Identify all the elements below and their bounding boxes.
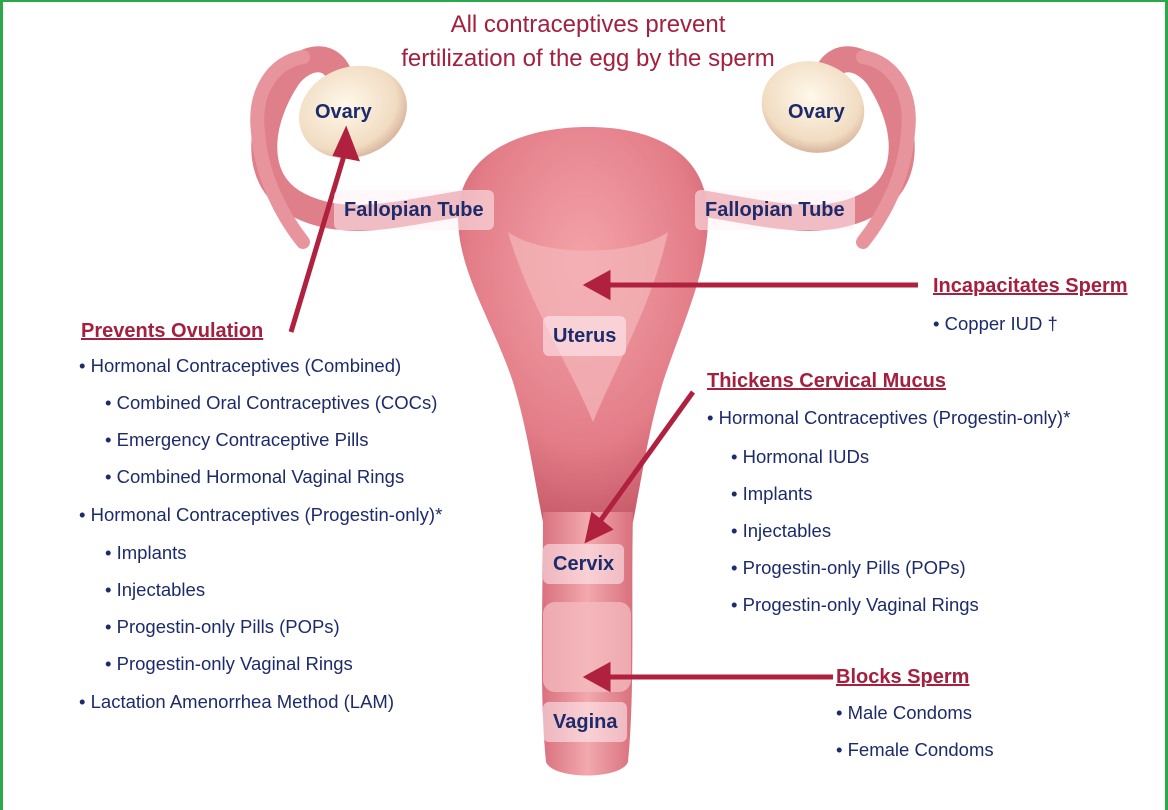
list-item: Injectables bbox=[105, 579, 205, 601]
heading-blocks-sperm: Blocks Sperm bbox=[836, 666, 969, 689]
list-item: Hormonal Contraceptives (Progestin-only)… bbox=[79, 504, 442, 526]
list-item: Progestin-only Vaginal Rings bbox=[105, 653, 353, 675]
list-item: Combined Hormonal Vaginal Rings bbox=[105, 466, 404, 488]
list-item: Female Condoms bbox=[836, 739, 994, 761]
list-item: Hormonal IUDs bbox=[731, 446, 869, 468]
list-item: Emergency Contraceptive Pills bbox=[105, 429, 369, 451]
heading-prevents-ovulation: Prevents Ovulation bbox=[81, 320, 263, 343]
label-ovary-left: Ovary bbox=[315, 100, 372, 124]
list-item: Progestin-only Pills (POPs) bbox=[731, 557, 966, 579]
heading-thickens-cervical-mucus: Thickens Cervical Mucus bbox=[707, 370, 946, 393]
list-item: Implants bbox=[731, 483, 813, 505]
label-fallopian-tube-left: Fallopian Tube bbox=[334, 190, 494, 230]
title-line-2: fertilization of the egg by the sperm bbox=[383, 42, 793, 76]
list-item: Combined Oral Contraceptives (COCs) bbox=[105, 392, 437, 414]
list-item: Injectables bbox=[731, 520, 831, 542]
title-line-1: All contraceptives prevent bbox=[383, 8, 793, 42]
label-cervix: Cervix bbox=[543, 544, 624, 584]
list-item: Progestin-only Vaginal Rings bbox=[731, 594, 979, 616]
list-item: Progestin-only Pills (POPs) bbox=[105, 616, 340, 638]
label-vagina: Vagina bbox=[543, 702, 627, 742]
list-item: Implants bbox=[105, 542, 187, 564]
heading-incapacitates-sperm: Incapacitates Sperm bbox=[933, 275, 1128, 298]
list-item: Copper IUD † bbox=[933, 313, 1058, 335]
diagram-title: All contraceptives prevent fertilization… bbox=[383, 8, 793, 76]
label-uterus: Uterus bbox=[543, 316, 626, 356]
list-item: Male Condoms bbox=[836, 702, 972, 724]
label-fallopian-tube-right: Fallopian Tube bbox=[695, 190, 855, 230]
list-item: Hormonal Contraceptives (Combined) bbox=[79, 355, 401, 377]
label-ovary-right: Ovary bbox=[788, 100, 845, 124]
list-item: Lactation Amenorrhea Method (LAM) bbox=[79, 691, 394, 713]
list-item: Hormonal Contraceptives (Progestin-only)… bbox=[707, 407, 1070, 429]
